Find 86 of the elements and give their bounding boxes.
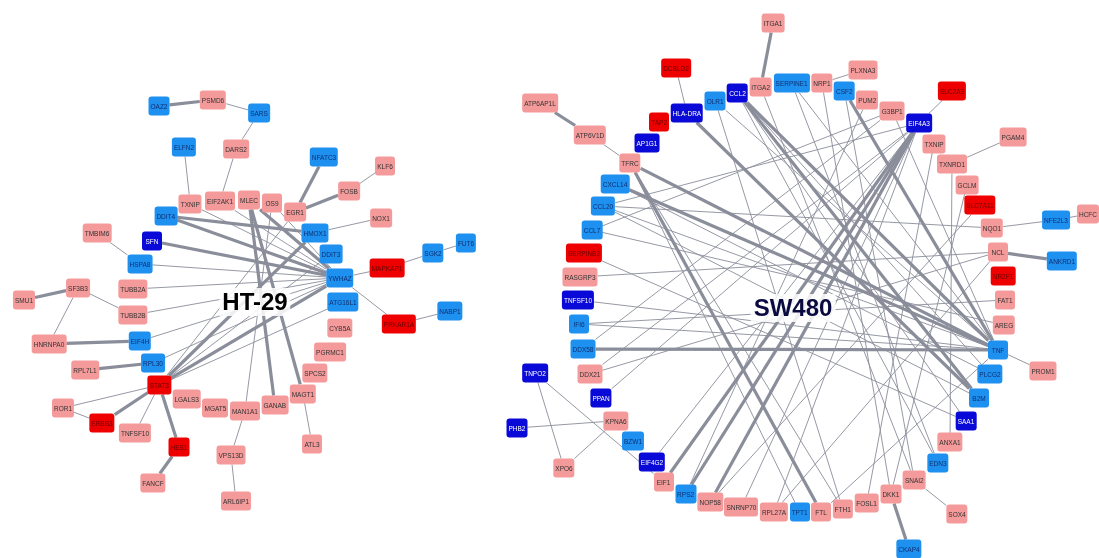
- interaction-line: [351, 287, 388, 315]
- interaction-line: [695, 121, 971, 390]
- interaction-line: [593, 301, 989, 350]
- interaction-line: [545, 382, 655, 475]
- interaction-line: [66, 339, 129, 346]
- interaction-line: [73, 387, 149, 406]
- interaction-line: [574, 429, 606, 459]
- interaction-line: [823, 92, 890, 485]
- interaction-line: [527, 421, 604, 428]
- interaction-line: [201, 209, 327, 272]
- interaction-line: [1069, 215, 1078, 218]
- interaction-line: [537, 382, 562, 459]
- interaction-line: [222, 158, 234, 192]
- interaction-line: [109, 242, 129, 256]
- interaction-line: [234, 210, 327, 270]
- interaction-line: [832, 74, 849, 81]
- interaction-line: [177, 215, 302, 233]
- interaction-line: [867, 152, 933, 494]
- interaction-line: [328, 220, 371, 231]
- interaction-line: [184, 156, 190, 195]
- interaction-line: [794, 92, 935, 454]
- interaction-line: [718, 214, 972, 493]
- interaction-line: [614, 209, 989, 347]
- interaction-line: [763, 96, 912, 471]
- network-title: HT-29: [219, 288, 291, 316]
- interaction-line: [1002, 221, 1043, 228]
- interaction-line: [170, 284, 328, 380]
- interaction-line: [139, 394, 155, 424]
- interaction-line: [403, 256, 423, 263]
- interaction-line: [415, 313, 438, 321]
- interaction-line: [73, 411, 90, 419]
- interaction-line: [798, 92, 992, 341]
- interaction-line: [717, 110, 841, 500]
- interaction-line: [304, 402, 311, 435]
- interaction-line: [305, 193, 339, 210]
- interaction-line: [34, 289, 67, 300]
- interaction-line: [443, 245, 457, 251]
- interaction-line: [896, 120, 995, 341]
- interaction-line: [554, 111, 576, 127]
- interaction-line: [98, 362, 142, 371]
- interaction-line: [925, 488, 947, 506]
- interaction-line: [231, 464, 236, 492]
- interaction-line: [949, 173, 953, 434]
- interaction-line: [677, 77, 686, 104]
- interaction-line: [777, 132, 916, 503]
- interaction-line: [225, 103, 249, 111]
- interaction-line: [1007, 251, 1048, 261]
- interaction-line: [781, 261, 991, 503]
- interaction-line: [233, 420, 243, 446]
- interaction-line: [595, 347, 988, 352]
- interaction-line: [597, 252, 989, 277]
- interaction-line: [845, 100, 914, 471]
- interaction-line: [280, 212, 332, 269]
- interaction-line: [166, 221, 288, 376]
- interaction-line: [594, 120, 881, 340]
- interaction-line: [614, 125, 907, 204]
- interaction-line: [603, 144, 620, 156]
- interaction-line: [176, 218, 327, 275]
- interaction-line: [241, 122, 254, 140]
- interaction-line: [848, 99, 994, 342]
- interaction-line: [161, 241, 327, 277]
- interaction-line: [689, 109, 864, 485]
- interaction-line: [160, 394, 178, 438]
- interaction-line: [601, 115, 881, 227]
- interaction-line: [601, 231, 994, 323]
- interaction-line: [169, 99, 200, 107]
- interaction-line: [147, 278, 327, 289]
- interaction-line: [158, 455, 174, 475]
- interaction-line: [170, 308, 328, 381]
- interaction-line: [892, 193, 966, 485]
- interaction-line: [359, 172, 376, 184]
- interaction-line: [601, 260, 957, 417]
- interaction-line: [353, 271, 371, 276]
- interaction-line: [742, 102, 934, 454]
- interaction-line: [259, 208, 330, 270]
- interaction-line: [53, 297, 74, 335]
- interaction-line: [614, 206, 982, 228]
- network-title: SW480: [750, 294, 836, 322]
- interaction-line: [760, 32, 773, 78]
- interaction-line: [966, 142, 1001, 158]
- interaction-line: [928, 100, 943, 114]
- interaction-line: [113, 391, 149, 416]
- interaction-line: [151, 264, 327, 278]
- interaction-line: [89, 293, 119, 309]
- interaction-line: [298, 165, 321, 204]
- interaction-line: [1007, 354, 1030, 366]
